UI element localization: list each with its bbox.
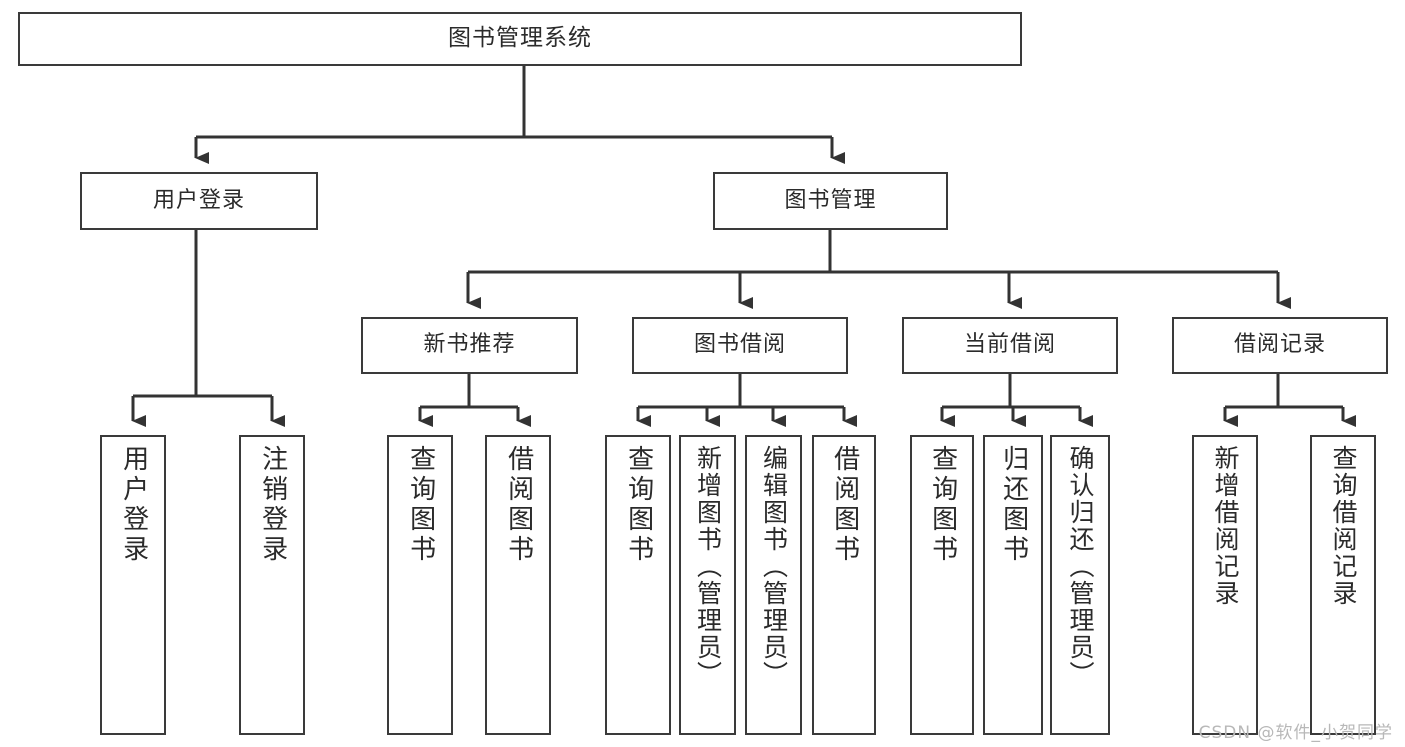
leaf-query-book-recommend[interactable]: 查询图书 [387,435,453,735]
node-book-borrow[interactable]: 图书借阅 [632,317,848,374]
node-new-book-recommend[interactable]: 新书推荐 [361,317,578,374]
leaf-user-login[interactable]: 用户登录 [100,435,166,735]
node-borrow-record[interactable]: 借阅记录 [1172,317,1388,374]
leaf-query-borrow-record[interactable]: 查询借阅记录 [1310,435,1376,735]
node-root[interactable]: 图书管理系统 [18,12,1022,66]
leaf-confirm-return-admin[interactable]: 确认归还（管理员） [1050,435,1110,735]
leaf-query-book-current[interactable]: 查询图书 [910,435,974,735]
leaf-edit-book-admin[interactable]: 编辑图书（管理员） [745,435,802,735]
watermark: CSDN @软件_小贺同学 [1198,723,1393,743]
leaf-user-logout[interactable]: 注销登录 [239,435,305,735]
leaf-query-book-borrow[interactable]: 查询图书 [605,435,671,735]
node-user-login[interactable]: 用户登录 [80,172,318,230]
leaf-add-borrow-record[interactable]: 新增借阅记录 [1192,435,1258,735]
leaf-borrow-book[interactable]: 借阅图书 [812,435,876,735]
node-book-management[interactable]: 图书管理 [713,172,948,230]
node-current-borrow[interactable]: 当前借阅 [902,317,1118,374]
leaf-borrow-book-recommend[interactable]: 借阅图书 [485,435,551,735]
leaf-return-book[interactable]: 归还图书 [983,435,1043,735]
leaf-add-book-admin[interactable]: 新增图书（管理员） [679,435,736,735]
